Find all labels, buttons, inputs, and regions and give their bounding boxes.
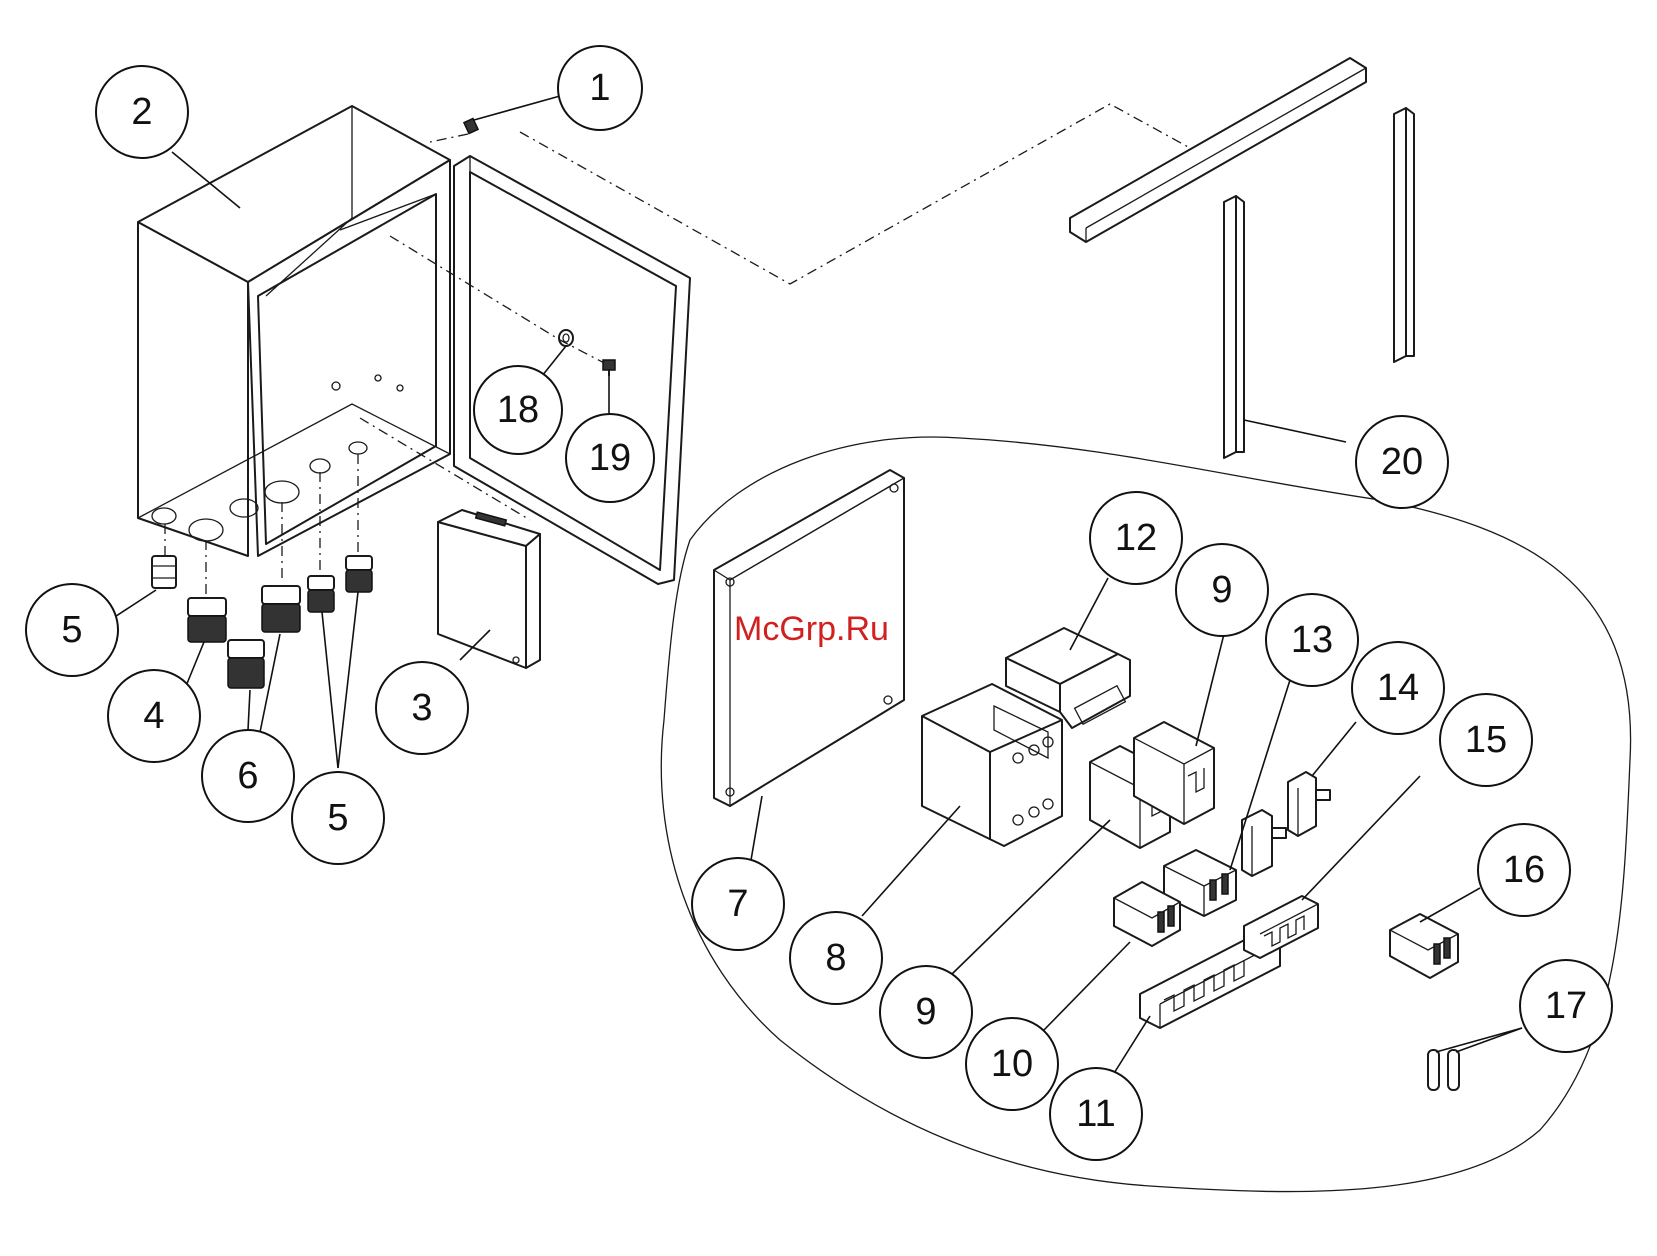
balloon-1: 1 — [558, 46, 642, 130]
enclosure-box — [138, 106, 450, 556]
bracket-part-3 — [438, 510, 540, 668]
balloon-label: 14 — [1377, 667, 1419, 709]
cable-gland-large-6a — [228, 640, 264, 688]
balloon-9-top: 9 — [1176, 544, 1268, 636]
balloon-3: 3 — [376, 662, 468, 754]
balloon-13: 13 — [1266, 594, 1358, 686]
balloon-label: 15 — [1465, 719, 1507, 761]
balloon-5-right: 5 — [292, 772, 384, 864]
cable-gland-large-4 — [188, 598, 226, 642]
balloon-label: 19 — [589, 437, 631, 479]
balloon-6: 6 — [202, 730, 294, 822]
balloon-label: 6 — [237, 755, 258, 797]
balloon-label: 17 — [1545, 985, 1587, 1027]
balloon-label: 4 — [143, 695, 164, 737]
balloon-label: 9 — [915, 991, 936, 1033]
balloon-label: 5 — [61, 609, 82, 651]
watermark-text: McGrp.Ru — [734, 610, 889, 648]
balloon-18: 18 — [474, 366, 562, 454]
balloon-label: 3 — [411, 687, 432, 729]
balloon-10: 10 — [966, 1018, 1058, 1110]
end-cap-part-16 — [1390, 914, 1458, 978]
din-rails-part-20 — [1070, 58, 1414, 458]
screw-part-1 — [430, 118, 478, 142]
balloon-11: 11 — [1050, 1068, 1142, 1160]
balloon-label: 8 — [825, 937, 846, 979]
cable-gland-small-5b — [346, 556, 372, 592]
balloon-label: 5 — [327, 797, 348, 839]
balloon-label: 9 — [1211, 569, 1232, 611]
balloon-4: 4 — [108, 670, 200, 762]
contactor-part-8 — [922, 684, 1062, 846]
balloon-12: 12 — [1090, 492, 1182, 584]
balloon-2: 2 — [96, 66, 188, 158]
balloon-19: 19 — [566, 414, 654, 502]
cable-gland-small-left — [152, 556, 176, 588]
balloon-label: 10 — [991, 1043, 1033, 1085]
balloon-9-bottom: 9 — [880, 966, 972, 1058]
balloon-label: 7 — [727, 883, 748, 925]
balloon-15: 15 — [1440, 694, 1532, 786]
balloon-20: 20 — [1356, 416, 1448, 508]
balloon-5-left: 5 — [26, 584, 118, 676]
balloon-16: 16 — [1478, 824, 1570, 916]
fuses-part-17 — [1428, 1050, 1459, 1090]
cable-gland-large-6b — [262, 586, 300, 632]
balloon-label: 2 — [131, 91, 152, 133]
balloon-7: 7 — [692, 858, 784, 950]
balloon-8: 8 — [790, 912, 882, 1004]
balloon-label: 18 — [497, 389, 539, 431]
balloon-label: 13 — [1291, 619, 1333, 661]
balloon-14: 14 — [1352, 642, 1444, 734]
balloon-label: 1 — [589, 67, 610, 109]
balloon-label: 11 — [1076, 1093, 1115, 1135]
balloon-label: 12 — [1115, 517, 1157, 559]
balloon-label: 16 — [1503, 849, 1545, 891]
balloon-label: 20 — [1381, 441, 1423, 483]
balloon-17: 17 — [1520, 960, 1612, 1052]
cable-gland-small-5a — [308, 576, 334, 612]
